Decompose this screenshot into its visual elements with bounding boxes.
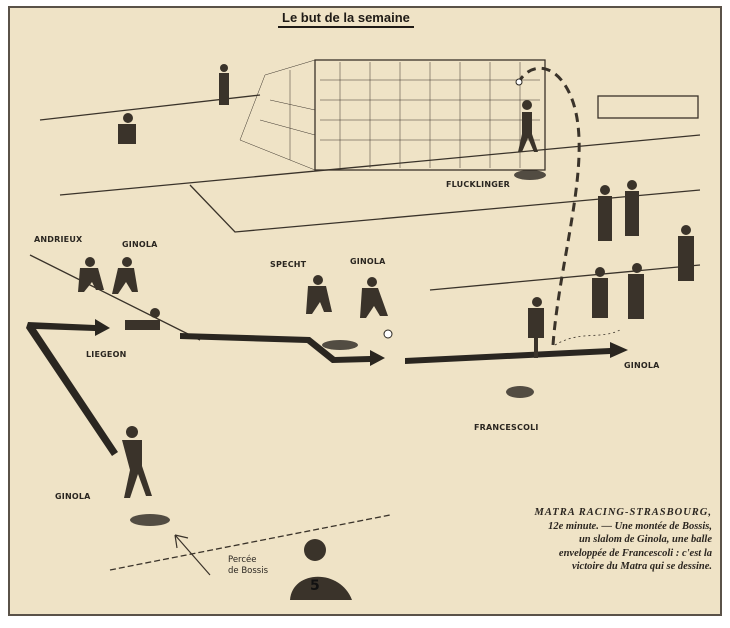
- goal-net: [239, 59, 540, 171]
- goalkeeper-figure: [518, 100, 538, 152]
- player-label: SPECHT: [270, 260, 307, 269]
- player-figure: [628, 263, 644, 319]
- player-figure: [592, 267, 608, 318]
- player-figure: [122, 426, 152, 498]
- box-line: [429, 264, 701, 291]
- player-label: FRANCESCOLI: [474, 423, 539, 432]
- page-title: Le but de la semaine: [278, 10, 414, 28]
- six-yard-box: [189, 184, 701, 233]
- player-back-figure: [290, 539, 352, 600]
- shirt-number: 5: [310, 578, 320, 594]
- players: [78, 64, 694, 600]
- player-label: ANDRIEUX: [34, 235, 83, 244]
- player-label: FLUCKLINGER: [446, 180, 511, 189]
- player-label: GINOLA: [350, 257, 386, 266]
- caption-line: victoire du Matra qui se dessine.: [571, 561, 712, 572]
- percee-line: de Bossis: [228, 566, 269, 576]
- player-figure: [118, 113, 136, 144]
- pitch-line-front: [109, 514, 391, 571]
- caption-line: MATRA RACING-STRASBOURG,: [534, 507, 712, 518]
- caption-line: enveloppée de Francescoli : c'est la: [558, 547, 712, 559]
- player-figure: [360, 277, 388, 318]
- player-figure: [678, 225, 694, 281]
- bossis-arrow: [174, 534, 211, 576]
- player-label: GINOLA: [55, 492, 91, 501]
- player-figure: [598, 185, 612, 241]
- player-figure: [219, 64, 229, 105]
- run-arrow: [26, 319, 628, 456]
- caption-line: 12e minute. — Une montée de Bossis,: [548, 520, 712, 532]
- caption-line: un slalom de Ginola, une balle: [578, 534, 712, 545]
- goal-line: [59, 134, 701, 196]
- caption: MATRA RACING-STRASBOURG, 12e minute. — U…: [442, 506, 712, 574]
- player-label: LIEGEON: [86, 350, 127, 359]
- player-figure: [125, 308, 160, 330]
- percee-line: Percée: [228, 555, 257, 565]
- player-figure: [78, 257, 104, 292]
- goal-frame: [314, 59, 546, 171]
- touch-line: [29, 254, 201, 341]
- ball-icon: [515, 78, 523, 86]
- player-label: GINOLA: [122, 240, 158, 249]
- shadows: [130, 170, 546, 526]
- ball-icon: [383, 329, 393, 339]
- ball-trajectory: [518, 66, 581, 346]
- percee-label: Percée de Bossis: [228, 555, 268, 577]
- player-figure: [625, 180, 639, 236]
- ad-board: [597, 95, 699, 119]
- player-label: GINOLA: [624, 361, 660, 370]
- player-figure: [112, 257, 138, 294]
- player-figure: [528, 297, 544, 358]
- player-figure: [306, 275, 332, 314]
